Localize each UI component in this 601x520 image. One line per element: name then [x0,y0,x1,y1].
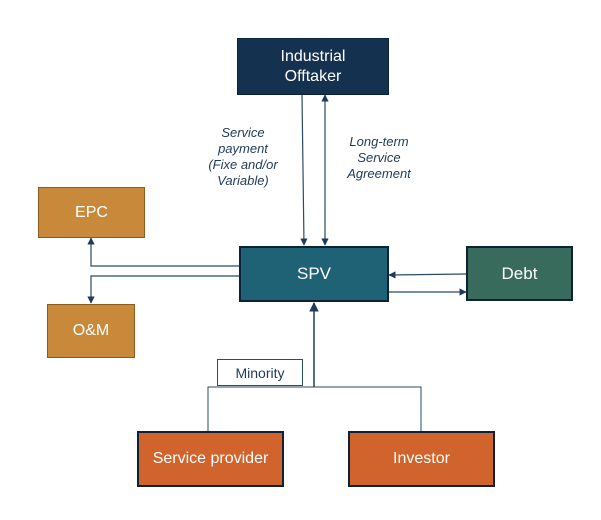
node-spv: SPV [239,246,389,302]
label-minority-text: Minority [235,364,285,381]
node-debt-label: Debt [501,263,538,283]
node-offtaker-label: Industrial Offtaker [280,47,346,85]
line-owners-bracket [207,386,422,431]
label-long-term-agreement: Long-term Service Agreement [347,134,411,181]
node-epc: EPC [38,187,145,238]
node-service-provider: Service provider [137,431,284,487]
arrow-spv-to-om [87,275,239,304]
arrow-debt-to-spv [388,271,467,279]
arrow-offtaker-to-spv [300,94,308,246]
node-debt: Debt [466,246,573,301]
node-epc-label: EPC [75,203,108,221]
label-service-payment: Service payment (Fixe and/or Variable) [208,125,278,188]
node-om: O&M [47,304,135,358]
node-offtaker: Industrial Offtaker [237,38,389,95]
node-investor: Investor [348,431,495,487]
node-investor-label: Investor [393,450,450,467]
node-om-label: O&M [72,322,110,339]
arrow-spv-to-epc [87,237,239,267]
label-minority: Minority [217,359,303,386]
node-service-provider-label: Service provider [152,450,269,467]
node-spv-label: SPV [296,264,332,283]
